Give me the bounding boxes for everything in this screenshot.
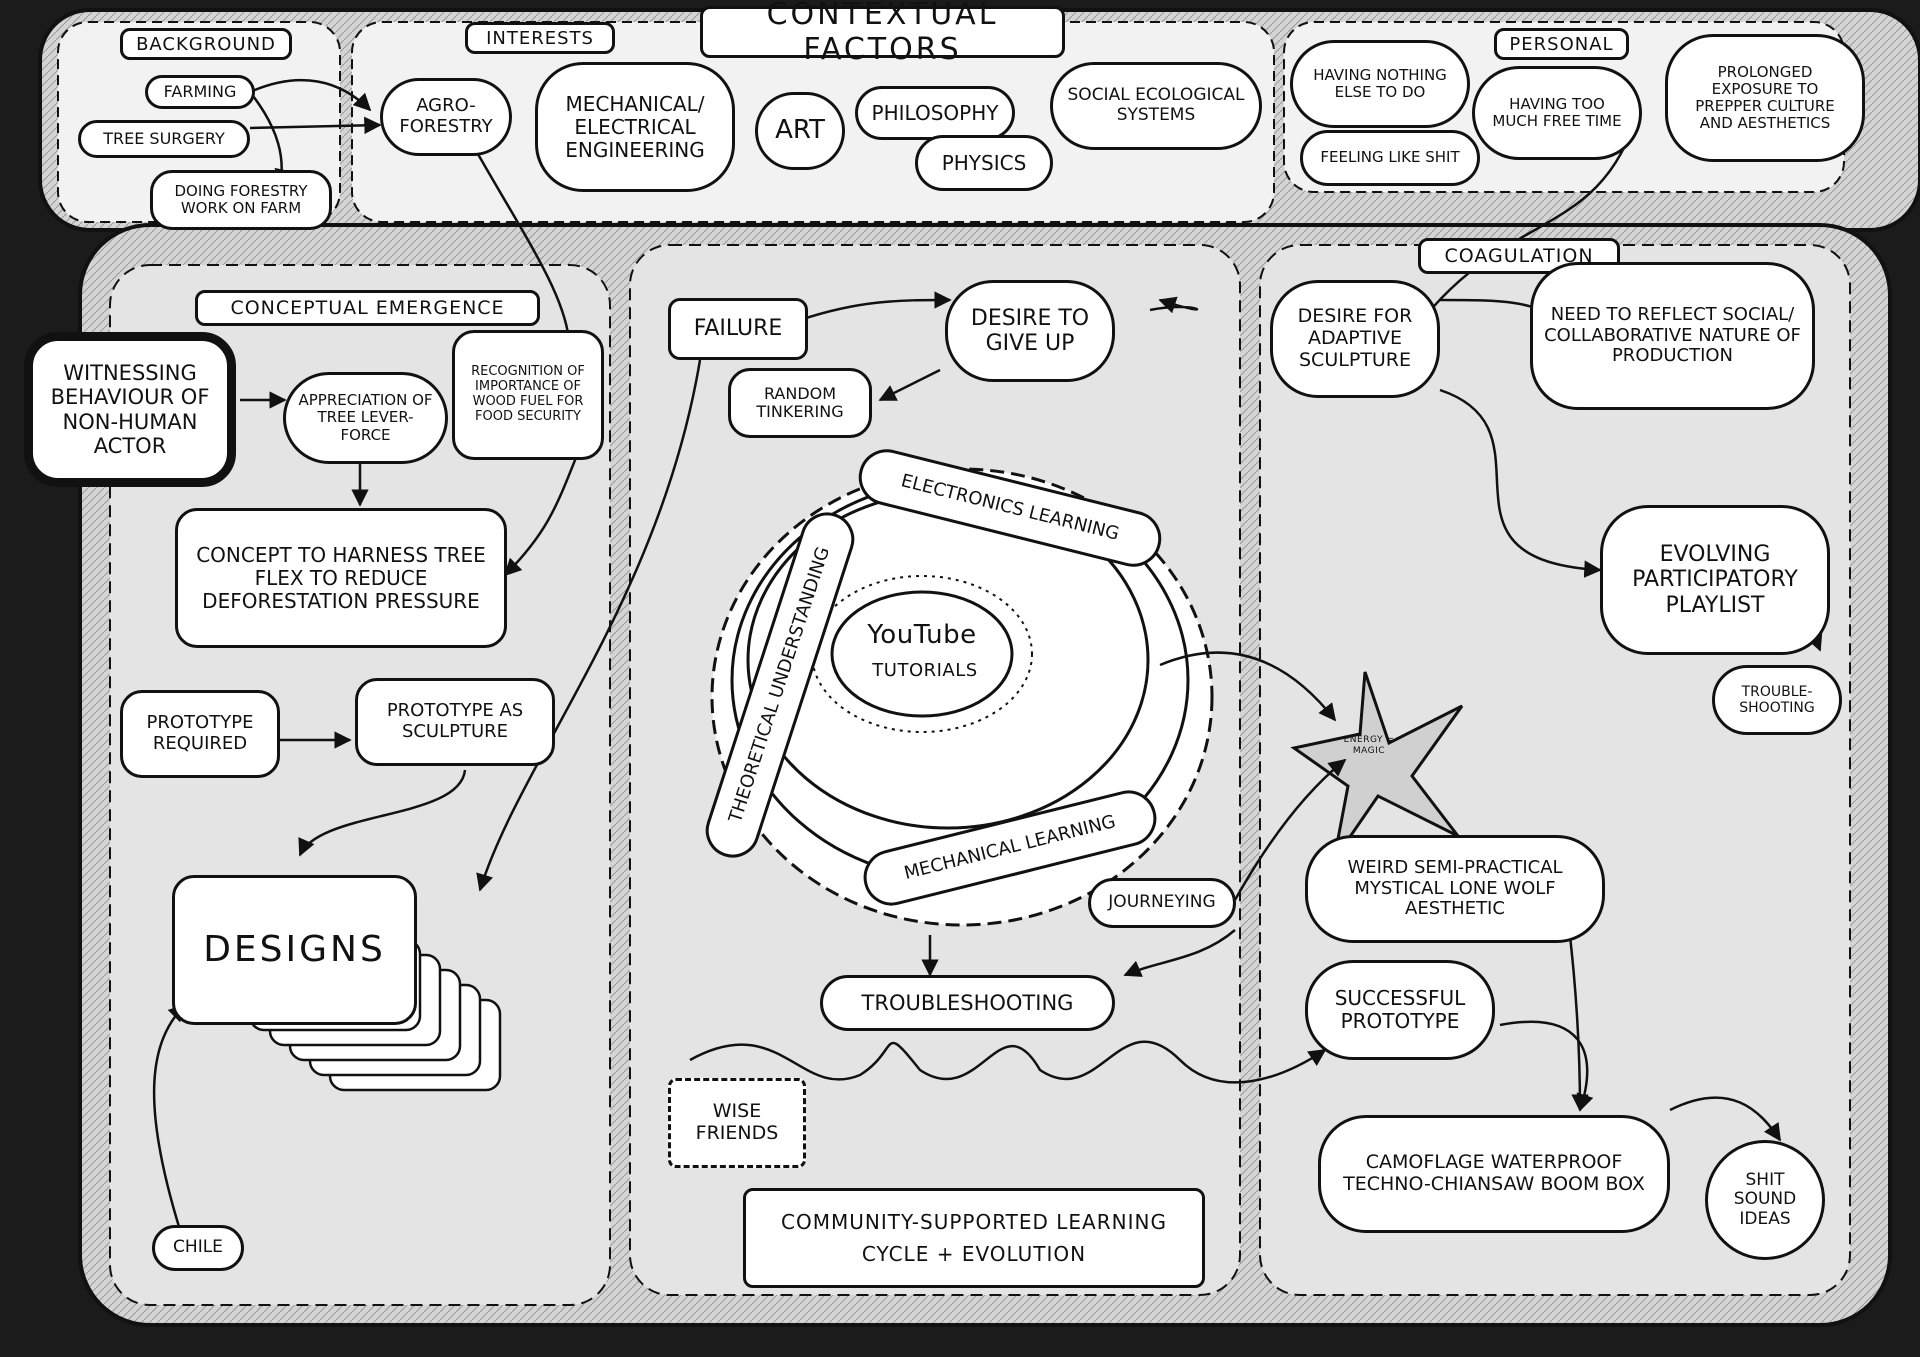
failure-node: FAILURE — [668, 298, 808, 360]
youtube-core — [832, 592, 1012, 716]
having-too-much-node: HAVING TOO MUCH FREE TIME — [1472, 66, 1642, 160]
background-label: BACKGROUND — [120, 28, 292, 60]
evolving-playlist-node: EVOLVING PARTICIPATORY PLAYLIST — [1600, 505, 1830, 655]
prolonged-exposure-node: PROLONGED EXPOSURE TO PREPPER CULTURE AN… — [1665, 34, 1865, 162]
interests-label: INTERESTS — [465, 22, 615, 54]
social-ecological-node: SOCIAL ECOLOGICAL SYSTEMS — [1050, 62, 1262, 150]
mech-elec-engineering-node: MECHANICAL/ ELECTRICAL ENGINEERING — [535, 62, 735, 192]
weird-aesthetic-node: WEIRD SEMI-PRACTICAL MYSTICAL LONE WOLF … — [1305, 835, 1605, 943]
recognition-node: RECOGNITION OF IMPORTANCE OF WOOD FUEL F… — [452, 330, 604, 460]
camoflage-node: CAMOFLAGE WATERPROOF TECHNO-CHIANSAW BOO… — [1318, 1115, 1670, 1233]
conceptual-emergence-label: CONCEPTUAL EMERGENCE — [195, 290, 540, 326]
contextual-factors-label: CONTEXTUAL FACTORS — [700, 6, 1065, 58]
doing-forestry-node: DOING FORESTRY WORK ON FARM — [150, 170, 332, 230]
community-learning-label: COMMUNITY-SUPPORTED LEARNING CYCLE + EVO… — [743, 1188, 1205, 1288]
personal-label: PERSONAL — [1494, 28, 1629, 60]
trouble-shooting-small-node: TROUBLE-SHOOTING — [1712, 665, 1842, 735]
chile-node: CHILE — [152, 1225, 244, 1271]
shit-sound-node: SHIT SOUND IDEAS — [1705, 1140, 1825, 1260]
wise-friends-node: WISE FRIENDS — [668, 1078, 806, 1168]
successful-prototype-node: SUCCESSFUL PROTOTYPE — [1305, 960, 1495, 1060]
feeling-like-node: FEELING LIKE SHIT — [1300, 130, 1480, 186]
youtube-label: YouTube — [862, 620, 982, 650]
appreciation-node: APPRECIATION OF TREE LEVER-FORCE — [283, 372, 448, 464]
physics-node: PHYSICS — [915, 135, 1053, 191]
art-node: ART — [755, 92, 845, 170]
journeying-node: JOURNEYING — [1088, 878, 1236, 928]
need-reflect-node: NEED TO REFLECT SOCIAL/ COLLABORATIVE NA… — [1530, 262, 1815, 410]
prototype-required-node: PROTOTYPE REQUIRED — [120, 690, 280, 778]
having-nothing-node: HAVING NOTHING ELSE TO DO — [1290, 40, 1470, 128]
philosophy-node: PHILOSOPHY — [855, 86, 1015, 140]
tutorials-label: TUTORIALS — [855, 660, 995, 681]
random-tinkering-node: RANDOM TINKERING — [728, 368, 872, 438]
prototype-sculpture-node: PROTOTYPE AS SCULPTURE — [355, 678, 555, 766]
energy-magic-label: ENERGY = MAGIC — [1340, 735, 1398, 757]
desire-adaptive-node: DESIRE FOR ADAPTIVE SCULPTURE — [1270, 280, 1440, 398]
troubleshooting-node: TROUBLESHOOTING — [820, 975, 1115, 1031]
witnessing-node: WITNESSING BEHAVIOUR OF NON-HUMAN ACTOR — [24, 332, 236, 487]
designs-node: DESIGNS — [172, 875, 417, 1025]
concept-harness-node: CONCEPT TO HARNESS TREE FLEX TO REDUCE D… — [175, 508, 507, 648]
desire-give-up-node: DESIRE TO GIVE UP — [945, 280, 1115, 382]
tree-surgery-node: TREE SURGERY — [78, 120, 250, 158]
farming-node: FARMING — [145, 75, 255, 109]
agro-forestry-node: AGRO-FORESTRY — [380, 78, 512, 156]
